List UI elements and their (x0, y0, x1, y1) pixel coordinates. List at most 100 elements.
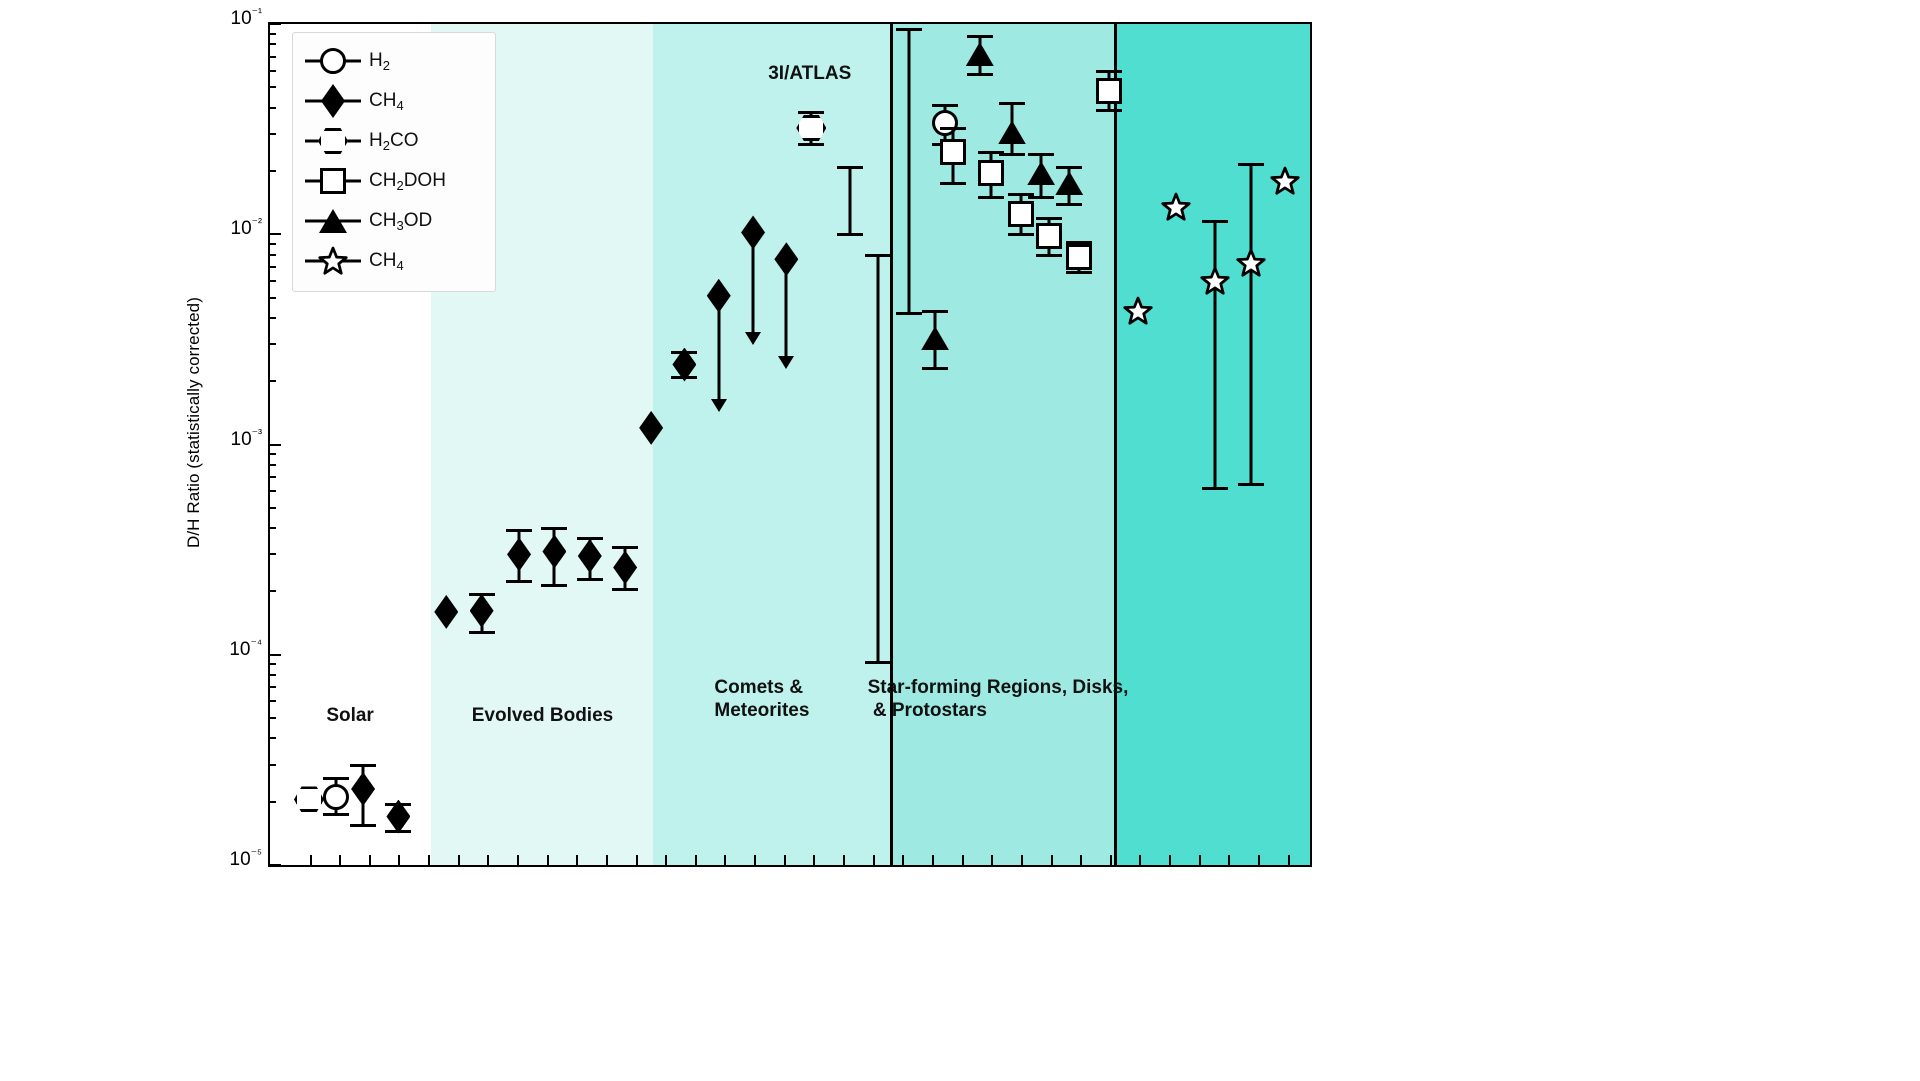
y-tick-minor (270, 453, 276, 456)
legend-symbol (320, 48, 346, 74)
x-tick (1287, 855, 1290, 865)
y-tick-minor (270, 700, 276, 703)
x-tick (813, 855, 816, 865)
legend-item-2[interactable]: H2CO (303, 121, 485, 161)
legend-marker-star-open-icon (303, 246, 363, 276)
x-tick (428, 855, 431, 865)
x-tick (368, 855, 371, 865)
y-tick-minor (270, 86, 276, 89)
error-bar-cap (612, 588, 639, 592)
error-bar-cap (999, 153, 1026, 157)
band-label-evolved-bodies: Evolved Bodies (471, 704, 614, 726)
y-tick-minor (270, 43, 276, 46)
error-bar-cap (576, 536, 603, 540)
data-point-ch2doh (939, 139, 966, 166)
y-tick-minor (270, 32, 276, 35)
error-bar-cap (1201, 220, 1228, 224)
y-tick-minor (270, 253, 276, 256)
legend-item-1[interactable]: CH4 (303, 81, 485, 121)
y-tick-minor (270, 527, 276, 530)
x-tick (902, 855, 905, 865)
data-point-ch2doh (1065, 243, 1092, 270)
error-bar-cap (506, 579, 533, 583)
legend-marker-diamond-filled-icon (303, 84, 363, 118)
legend-item-4[interactable]: CH3OD (303, 201, 485, 241)
data-point-ch2doh (1036, 223, 1063, 250)
error-bar-cap (1028, 196, 1055, 200)
x-tick (1020, 855, 1023, 865)
x-tick (1228, 855, 1231, 865)
upper-limit-arrow-head (710, 398, 727, 412)
y-tick-minor (270, 506, 276, 509)
error-bar-cap (978, 196, 1005, 200)
error-bar-cap (1095, 108, 1122, 112)
upper-limit-arrow-shaft (717, 295, 721, 399)
error-bar-cap (323, 812, 350, 816)
error-bar-cap (864, 661, 891, 665)
error-bar-cap (932, 104, 959, 108)
y-tick-major (270, 653, 281, 656)
legend-marker-circle-open-icon (303, 46, 363, 76)
y-tick-minor (270, 763, 276, 766)
y-tick-minor (270, 717, 276, 720)
figure: D/H Ratio (statistically corrected) 10⁻¹… (184, 7, 1312, 870)
error-bar (1213, 221, 1217, 489)
band-label-solar: Solar (326, 704, 374, 726)
error-bar-cap (541, 583, 568, 587)
annotation-3i-atlas: 3I/ATLAS (768, 63, 852, 85)
x-tick (546, 855, 549, 865)
data-point-ch4 (1123, 296, 1153, 326)
error-bar-cap (1238, 482, 1265, 486)
legend-symbol (321, 84, 345, 118)
x-tick (1109, 855, 1112, 865)
error-bar (907, 28, 911, 314)
x-tick (1169, 855, 1172, 865)
x-tick (309, 855, 312, 865)
legend-symbol (318, 128, 348, 154)
error-bar-cap (1008, 233, 1035, 237)
error-bar-cap (1201, 487, 1228, 491)
data-point-ch4 (1200, 266, 1230, 296)
legend-item-3[interactable]: CH2DOH (303, 161, 485, 201)
error-bar-cap (1095, 69, 1122, 73)
data-point-h2 (932, 109, 959, 136)
x-tick (1139, 855, 1142, 865)
band-divider (889, 24, 893, 865)
error-bar-cap (1238, 163, 1265, 167)
legend-item-5[interactable]: CH4 (303, 241, 485, 281)
y-tick-minor (270, 106, 276, 109)
y-tick-label: 10⁻⁵ (229, 846, 262, 870)
error-bar-cap (468, 631, 495, 635)
x-tick (724, 855, 727, 865)
x-tick (1050, 855, 1053, 865)
y-tick-minor (270, 800, 276, 803)
y-tick-minor (270, 590, 276, 593)
error-bar-cap (1036, 253, 1063, 257)
x-tick (605, 855, 608, 865)
y-tick-minor (270, 132, 276, 135)
x-tick (754, 855, 757, 865)
legend-marker-triangle-filled-icon (303, 206, 363, 236)
y-tick-minor (270, 69, 276, 72)
error-bar-cap (1065, 271, 1092, 275)
legend-label: H2 (369, 50, 390, 73)
legend-symbol (318, 246, 348, 276)
legend-marker-hexagon-open-icon (303, 126, 363, 156)
data-point-ch2doh (978, 160, 1005, 187)
legend-item-0[interactable]: H2 (303, 41, 485, 81)
x-tick (694, 855, 697, 865)
x-tick (398, 855, 401, 865)
error-bar (1249, 164, 1253, 484)
band-label-star-forming-regions-disks-protostars: Star-forming Regions, Disks, & Protostar… (867, 676, 1129, 721)
x-tick (961, 855, 964, 865)
band-outer (1114, 24, 1310, 865)
error-bar-cap (966, 34, 993, 38)
error-bar-cap (1008, 193, 1035, 197)
y-tick-minor (270, 553, 276, 556)
error-bar-cap (978, 151, 1005, 155)
error-bar-cap (798, 142, 825, 146)
x-tick (931, 855, 934, 865)
y-tick-minor (270, 663, 276, 666)
